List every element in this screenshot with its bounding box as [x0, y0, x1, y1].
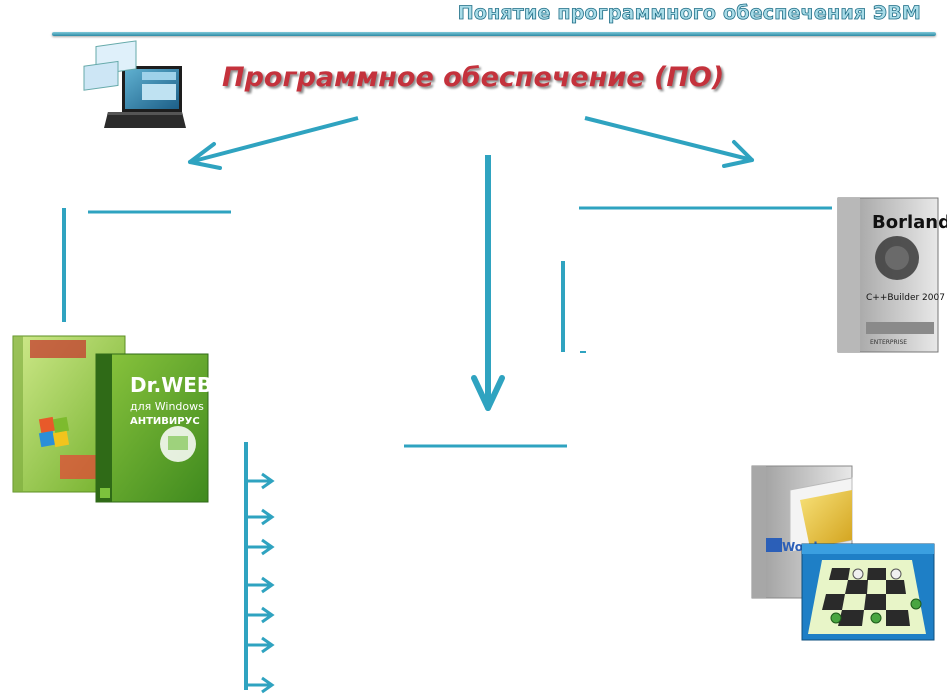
bottom-branch-lines — [244, 442, 567, 690]
list-arrow-4 — [246, 576, 275, 594]
drweb-line1: для Windows — [130, 400, 204, 413]
drweb-line2: АНТИВИРУС — [130, 416, 200, 427]
list-arrows — [246, 472, 275, 694]
list-arrow-5 — [246, 606, 275, 624]
list-arrow-3 — [246, 538, 275, 556]
borland-brand: Borland — [872, 212, 947, 233]
drweb-brand: Dr.WEB — [130, 373, 212, 397]
left-branch-lines — [62, 208, 231, 322]
list-arrow-2 — [246, 508, 275, 526]
header-rule — [52, 32, 936, 36]
checkers-game-image — [801, 543, 935, 641]
arrow-right — [584, 116, 754, 168]
borland-edition: ENTERPRISE — [870, 339, 907, 346]
borland-box-image: Borland C++Builder 2007 ENTERPRISE — [837, 197, 947, 353]
arrow-left — [188, 116, 359, 170]
arrow-down — [471, 155, 505, 411]
right-branch-lines — [561, 206, 832, 353]
list-arrow-1 — [246, 472, 275, 490]
slide-header-title: Понятие программного обеспечения ЭВМ — [457, 2, 921, 25]
borland-product: C++Builder 2007 — [866, 293, 945, 303]
list-arrow-6 — [246, 636, 275, 654]
laptop-image — [83, 40, 186, 128]
drweb-box-image: Dr.WEB для Windows АНТИВИРУС — [95, 353, 212, 503]
main-title: Программное обеспечение (ПО) — [222, 62, 725, 93]
list-arrow-7 — [246, 676, 275, 694]
